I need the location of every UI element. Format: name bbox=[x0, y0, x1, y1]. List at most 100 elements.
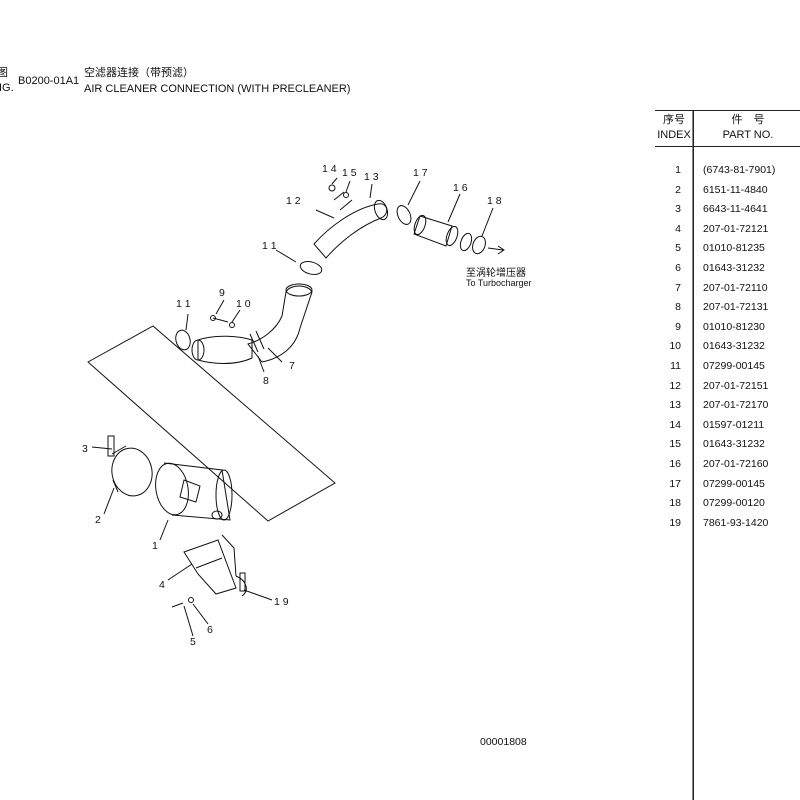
table-row-index: 17 bbox=[669, 478, 681, 490]
callout-13: 1 3 bbox=[364, 171, 379, 183]
upper-hose-end bbox=[373, 199, 389, 221]
callout-19: 1 9 bbox=[274, 596, 289, 608]
bolt-3 bbox=[91, 446, 113, 450]
air-cleaner-outlet bbox=[211, 510, 223, 520]
leader-6 bbox=[192, 603, 209, 625]
leader-10 bbox=[231, 309, 241, 323]
header-cut-char: 图 bbox=[0, 67, 8, 79]
title-english: AIR CLEANER CONNECTION (WITH PRECLEANER) bbox=[84, 83, 351, 95]
table-row-part-no: 207-01-72121 bbox=[703, 223, 769, 235]
table-row-index: 9 bbox=[675, 321, 681, 333]
leader-5 bbox=[183, 605, 194, 637]
washer-10 bbox=[229, 322, 235, 328]
table-row-index: 5 bbox=[675, 242, 681, 254]
callout-16: 1 6 bbox=[453, 182, 468, 194]
bolt-5 bbox=[171, 602, 184, 608]
indicator-body bbox=[239, 572, 246, 592]
callout-3: 3 bbox=[82, 443, 88, 455]
turbo-arrow-head bbox=[497, 245, 505, 255]
leader-1 bbox=[159, 519, 169, 541]
lower-connector bbox=[197, 335, 253, 364]
leader-15 bbox=[345, 180, 351, 193]
table-row-index: 16 bbox=[669, 458, 681, 470]
title-chinese: 空滤器连接（带预滤） bbox=[84, 67, 194, 79]
callout-18: 1 8 bbox=[487, 195, 502, 207]
table-row-index: 7 bbox=[675, 282, 681, 294]
table-row-index: 10 bbox=[669, 340, 681, 352]
table-row-index: 2 bbox=[675, 184, 681, 196]
leader-7 bbox=[267, 347, 283, 363]
col-index-cn: 序号 bbox=[663, 114, 685, 126]
table-row-part-no: 7861-93-1420 bbox=[703, 517, 769, 529]
leader-19 bbox=[243, 589, 273, 601]
bolt-14-head bbox=[328, 184, 336, 192]
mounting-plane-outline bbox=[87, 325, 336, 522]
table-row-part-no: 07299-00145 bbox=[703, 478, 765, 490]
callout-15: 1 5 bbox=[342, 167, 357, 179]
table-row-part-no: 207-01-72170 bbox=[703, 399, 769, 411]
leader-16 bbox=[447, 193, 461, 223]
indicator-fitting bbox=[235, 575, 247, 597]
leader-17 bbox=[407, 180, 421, 206]
table-row-index: 6 bbox=[675, 262, 681, 274]
table-row-index: 3 bbox=[675, 203, 681, 215]
lower-connector-end bbox=[191, 339, 205, 361]
table-row-part-no: 207-01-72160 bbox=[703, 458, 769, 470]
leader-8 bbox=[257, 355, 265, 373]
table-top-rule bbox=[655, 110, 800, 111]
pipe-16 bbox=[413, 215, 453, 247]
table-row-index: 14 bbox=[669, 419, 681, 431]
callout-1: 1 bbox=[152, 540, 158, 552]
table-row-part-no: 6643-11-4641 bbox=[703, 203, 768, 215]
clamp-11-lower bbox=[175, 329, 191, 351]
clamp-8 bbox=[249, 330, 265, 353]
table-row-index: 18 bbox=[669, 497, 681, 509]
leader-11-lower bbox=[185, 313, 189, 331]
table-row-index: 15 bbox=[669, 438, 681, 450]
header-cut-fig: IG. bbox=[0, 82, 14, 94]
pipe-16-ring bbox=[459, 232, 473, 252]
callout-5: 5 bbox=[190, 636, 196, 648]
pipe-16-left-end bbox=[413, 214, 427, 236]
leader-4 bbox=[167, 563, 193, 581]
band-clamp bbox=[111, 447, 153, 497]
washer-6 bbox=[188, 597, 194, 603]
turbo-label-cn: 至涡轮增压器 bbox=[466, 268, 526, 279]
clamp-18 bbox=[472, 235, 486, 255]
clamp-17 bbox=[396, 205, 412, 225]
table-row-index: 19 bbox=[669, 517, 681, 529]
callout-6: 6 bbox=[207, 624, 213, 636]
table-row-part-no: 207-01-72151 bbox=[703, 380, 769, 392]
col-index-en: INDEX bbox=[657, 129, 691, 141]
callout-7: 7 bbox=[289, 360, 295, 372]
mounting-bracket-detail bbox=[195, 557, 223, 569]
callout-14: 1 4 bbox=[322, 163, 337, 175]
callout-17: 1 7 bbox=[413, 167, 428, 179]
table-header-rule bbox=[655, 146, 800, 147]
table-row-part-no: 01597-01211 bbox=[703, 419, 765, 431]
air-cleaner-front bbox=[155, 462, 189, 516]
table-row-part-no: 07299-00120 bbox=[703, 497, 765, 509]
figure-number: B0200-01A1 bbox=[18, 75, 80, 87]
callout-4: 4 bbox=[159, 579, 165, 591]
table-row-index: 8 bbox=[675, 301, 681, 313]
leader-11-upper bbox=[275, 249, 297, 263]
table-row-index: 12 bbox=[669, 380, 681, 392]
table-row-index: 13 bbox=[669, 399, 681, 411]
table-row-part-no: 01010-81230 bbox=[703, 321, 765, 333]
elbow-hose-top bbox=[285, 283, 313, 297]
turbo-label-en: To Turbocharger bbox=[466, 278, 532, 288]
table-column-divider bbox=[693, 110, 694, 800]
leader-18 bbox=[481, 207, 494, 237]
washer-15 bbox=[343, 192, 349, 198]
air-cleaner-rear bbox=[215, 469, 233, 521]
col-part-en: PART NO. bbox=[722, 129, 774, 141]
callout-2: 2 bbox=[95, 514, 101, 526]
air-cleaner-inlet bbox=[179, 479, 201, 503]
indicator-hose bbox=[221, 534, 237, 577]
callout-10: 1 0 bbox=[236, 298, 251, 310]
bolt-9-head bbox=[210, 315, 216, 321]
leader-9 bbox=[215, 299, 225, 315]
table-row-part-no: 207-01-72110 bbox=[703, 282, 768, 294]
table-row-part-no: 07299-00145 bbox=[703, 360, 765, 372]
